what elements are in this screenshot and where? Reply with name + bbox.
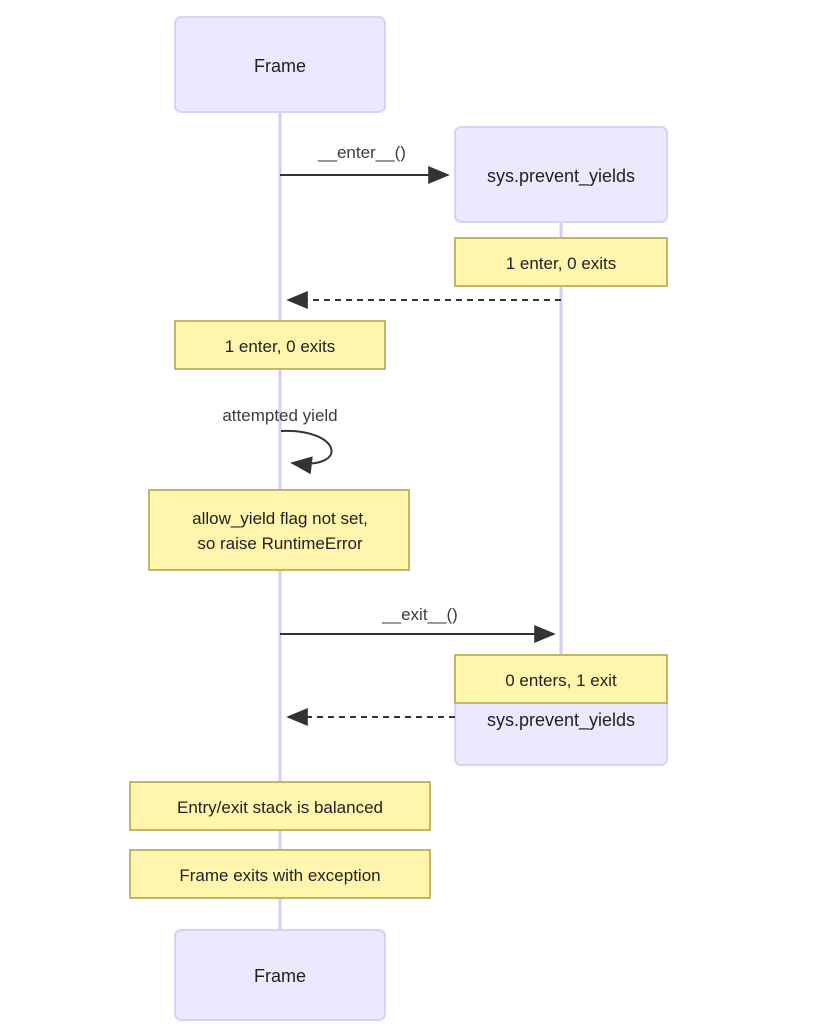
- note-5-rect[interactable]: [129, 781, 431, 831]
- actor-box-prevent-yields-top-label: sys.prevent_yields: [487, 166, 635, 187]
- note-1-line-1: 1 enter, 0 exits: [506, 254, 617, 273]
- note-6-line-1: Frame exits with exception: [179, 866, 380, 885]
- note-3-line-1: allow_yield flag not set,: [192, 509, 368, 528]
- message-exit-label: __exit__(): [381, 605, 458, 624]
- message-exit[interactable]: __exit__(): [280, 605, 556, 643]
- actor-box-frame-bottom-rect[interactable]: [174, 929, 386, 1021]
- note-2-line-1: 1 enter, 0 exits: [225, 337, 336, 356]
- note-2-rect[interactable]: [174, 320, 386, 370]
- message-attempted-yield-loop-arrow: [280, 429, 333, 475]
- note-4-line-1: 0 enters, 1 exit: [505, 671, 617, 690]
- actor-box-prevent-yields-top-rect[interactable]: [454, 126, 668, 223]
- note-1-rect[interactable]: [454, 237, 668, 287]
- note-4-rect[interactable]: [454, 654, 668, 704]
- message-attempted-yield[interactable]: attempted yield: [222, 406, 338, 475]
- note-3-line-2: so raise RuntimeError: [197, 534, 363, 553]
- actor-box-frame-top-label: Frame: [254, 56, 306, 76]
- note-2-over-frame[interactable]: 1 enter, 0 exits: [174, 320, 386, 370]
- note-6-rect[interactable]: [129, 849, 431, 899]
- actor-box-prevent-yields-top[interactable]: sys.prevent_yields: [454, 126, 668, 223]
- note-3-rect[interactable]: [148, 489, 410, 571]
- note-3-over-frame[interactable]: allow_yield flag not set, so raise Runti…: [148, 489, 410, 571]
- message-attempted-yield-label: attempted yield: [222, 406, 337, 425]
- note-1-over-prevent-yields[interactable]: 1 enter, 0 exits: [454, 237, 668, 287]
- message-enter-label: __enter__(): [317, 143, 406, 162]
- note-5-over-frame[interactable]: Entry/exit stack is balanced: [129, 781, 431, 831]
- actor-box-frame-bottom-label: Frame: [254, 966, 306, 986]
- note-6-over-frame[interactable]: Frame exits with exception: [129, 849, 431, 899]
- note-5-line-1: Entry/exit stack is balanced: [177, 798, 383, 817]
- actor-box-frame-top[interactable]: Frame: [174, 16, 386, 113]
- message-enter[interactable]: __enter__(): [280, 143, 450, 184]
- actor-box-frame-bottom[interactable]: Frame: [174, 929, 386, 1021]
- actor-box-frame-top-rect[interactable]: [174, 16, 386, 113]
- note-4-over-prevent-yields[interactable]: 0 enters, 1 exit: [454, 654, 668, 704]
- actor-box-prevent-yields-bottom-label: sys.prevent_yields: [487, 710, 635, 731]
